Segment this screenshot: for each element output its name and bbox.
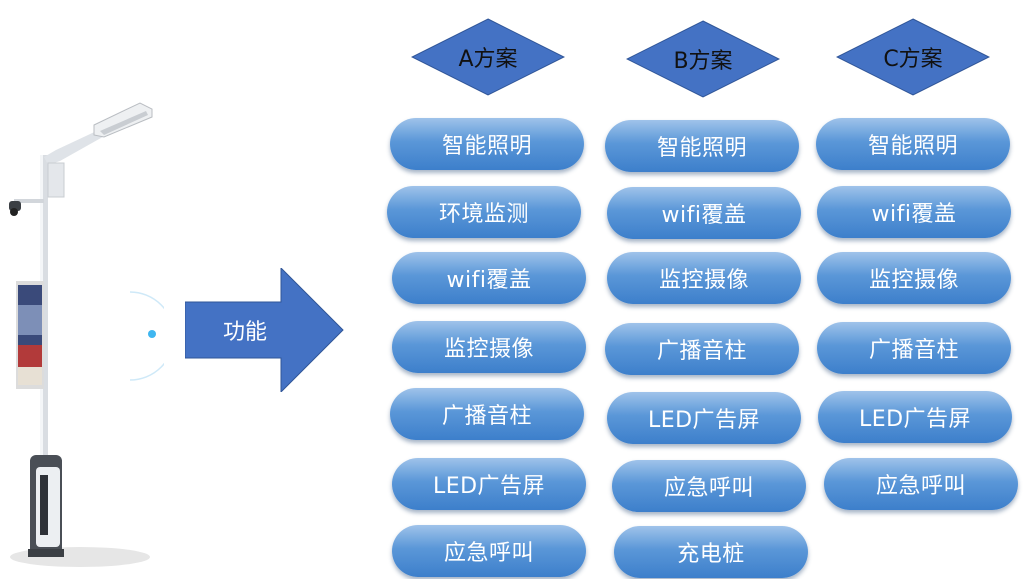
plan-b-feature: 充电桩 (614, 526, 808, 578)
plan-b-title: B方案 (673, 49, 733, 74)
plan-a-title: A方案 (458, 47, 518, 72)
plan-a-feature: 应急呼叫 (392, 525, 586, 577)
plan-a-feature: LED广告屏 (392, 458, 586, 510)
function-arrow: 功能 (185, 268, 345, 392)
plan-b-header: B方案 (626, 20, 780, 98)
plan-b-feature: wifi覆盖 (607, 187, 801, 239)
plan-c-feature: 应急呼叫 (824, 458, 1018, 510)
plan-c-feature: LED广告屏 (818, 391, 1012, 443)
plan-c-feature: wifi覆盖 (817, 186, 1011, 238)
smart-light-pole-image (0, 95, 160, 575)
decorative-arc-icon (124, 288, 175, 388)
plan-c-feature: 智能照明 (816, 118, 1010, 170)
plan-b-feature: 广播音柱 (605, 323, 799, 375)
plan-c-title: C方案 (883, 47, 943, 72)
plan-b-feature: LED广告屏 (607, 392, 801, 444)
plan-b-feature: 应急呼叫 (612, 460, 806, 512)
function-arrow-label: 功能 (222, 320, 267, 345)
plan-c-header: C方案 (836, 18, 990, 96)
plan-a-feature: 环境监测 (387, 186, 581, 238)
plan-b-feature: 监控摄像 (607, 252, 801, 304)
plan-c-feature: 广播音柱 (817, 322, 1011, 374)
plan-a-feature: 广播音柱 (390, 388, 584, 440)
plan-a-feature: 监控摄像 (392, 321, 586, 373)
plan-c-feature: 监控摄像 (817, 252, 1011, 304)
plan-a-feature: 智能照明 (390, 118, 584, 170)
plan-b-feature: 智能照明 (605, 120, 799, 172)
plan-a-feature: wifi覆盖 (392, 252, 586, 304)
plan-a-header: A方案 (411, 18, 565, 96)
